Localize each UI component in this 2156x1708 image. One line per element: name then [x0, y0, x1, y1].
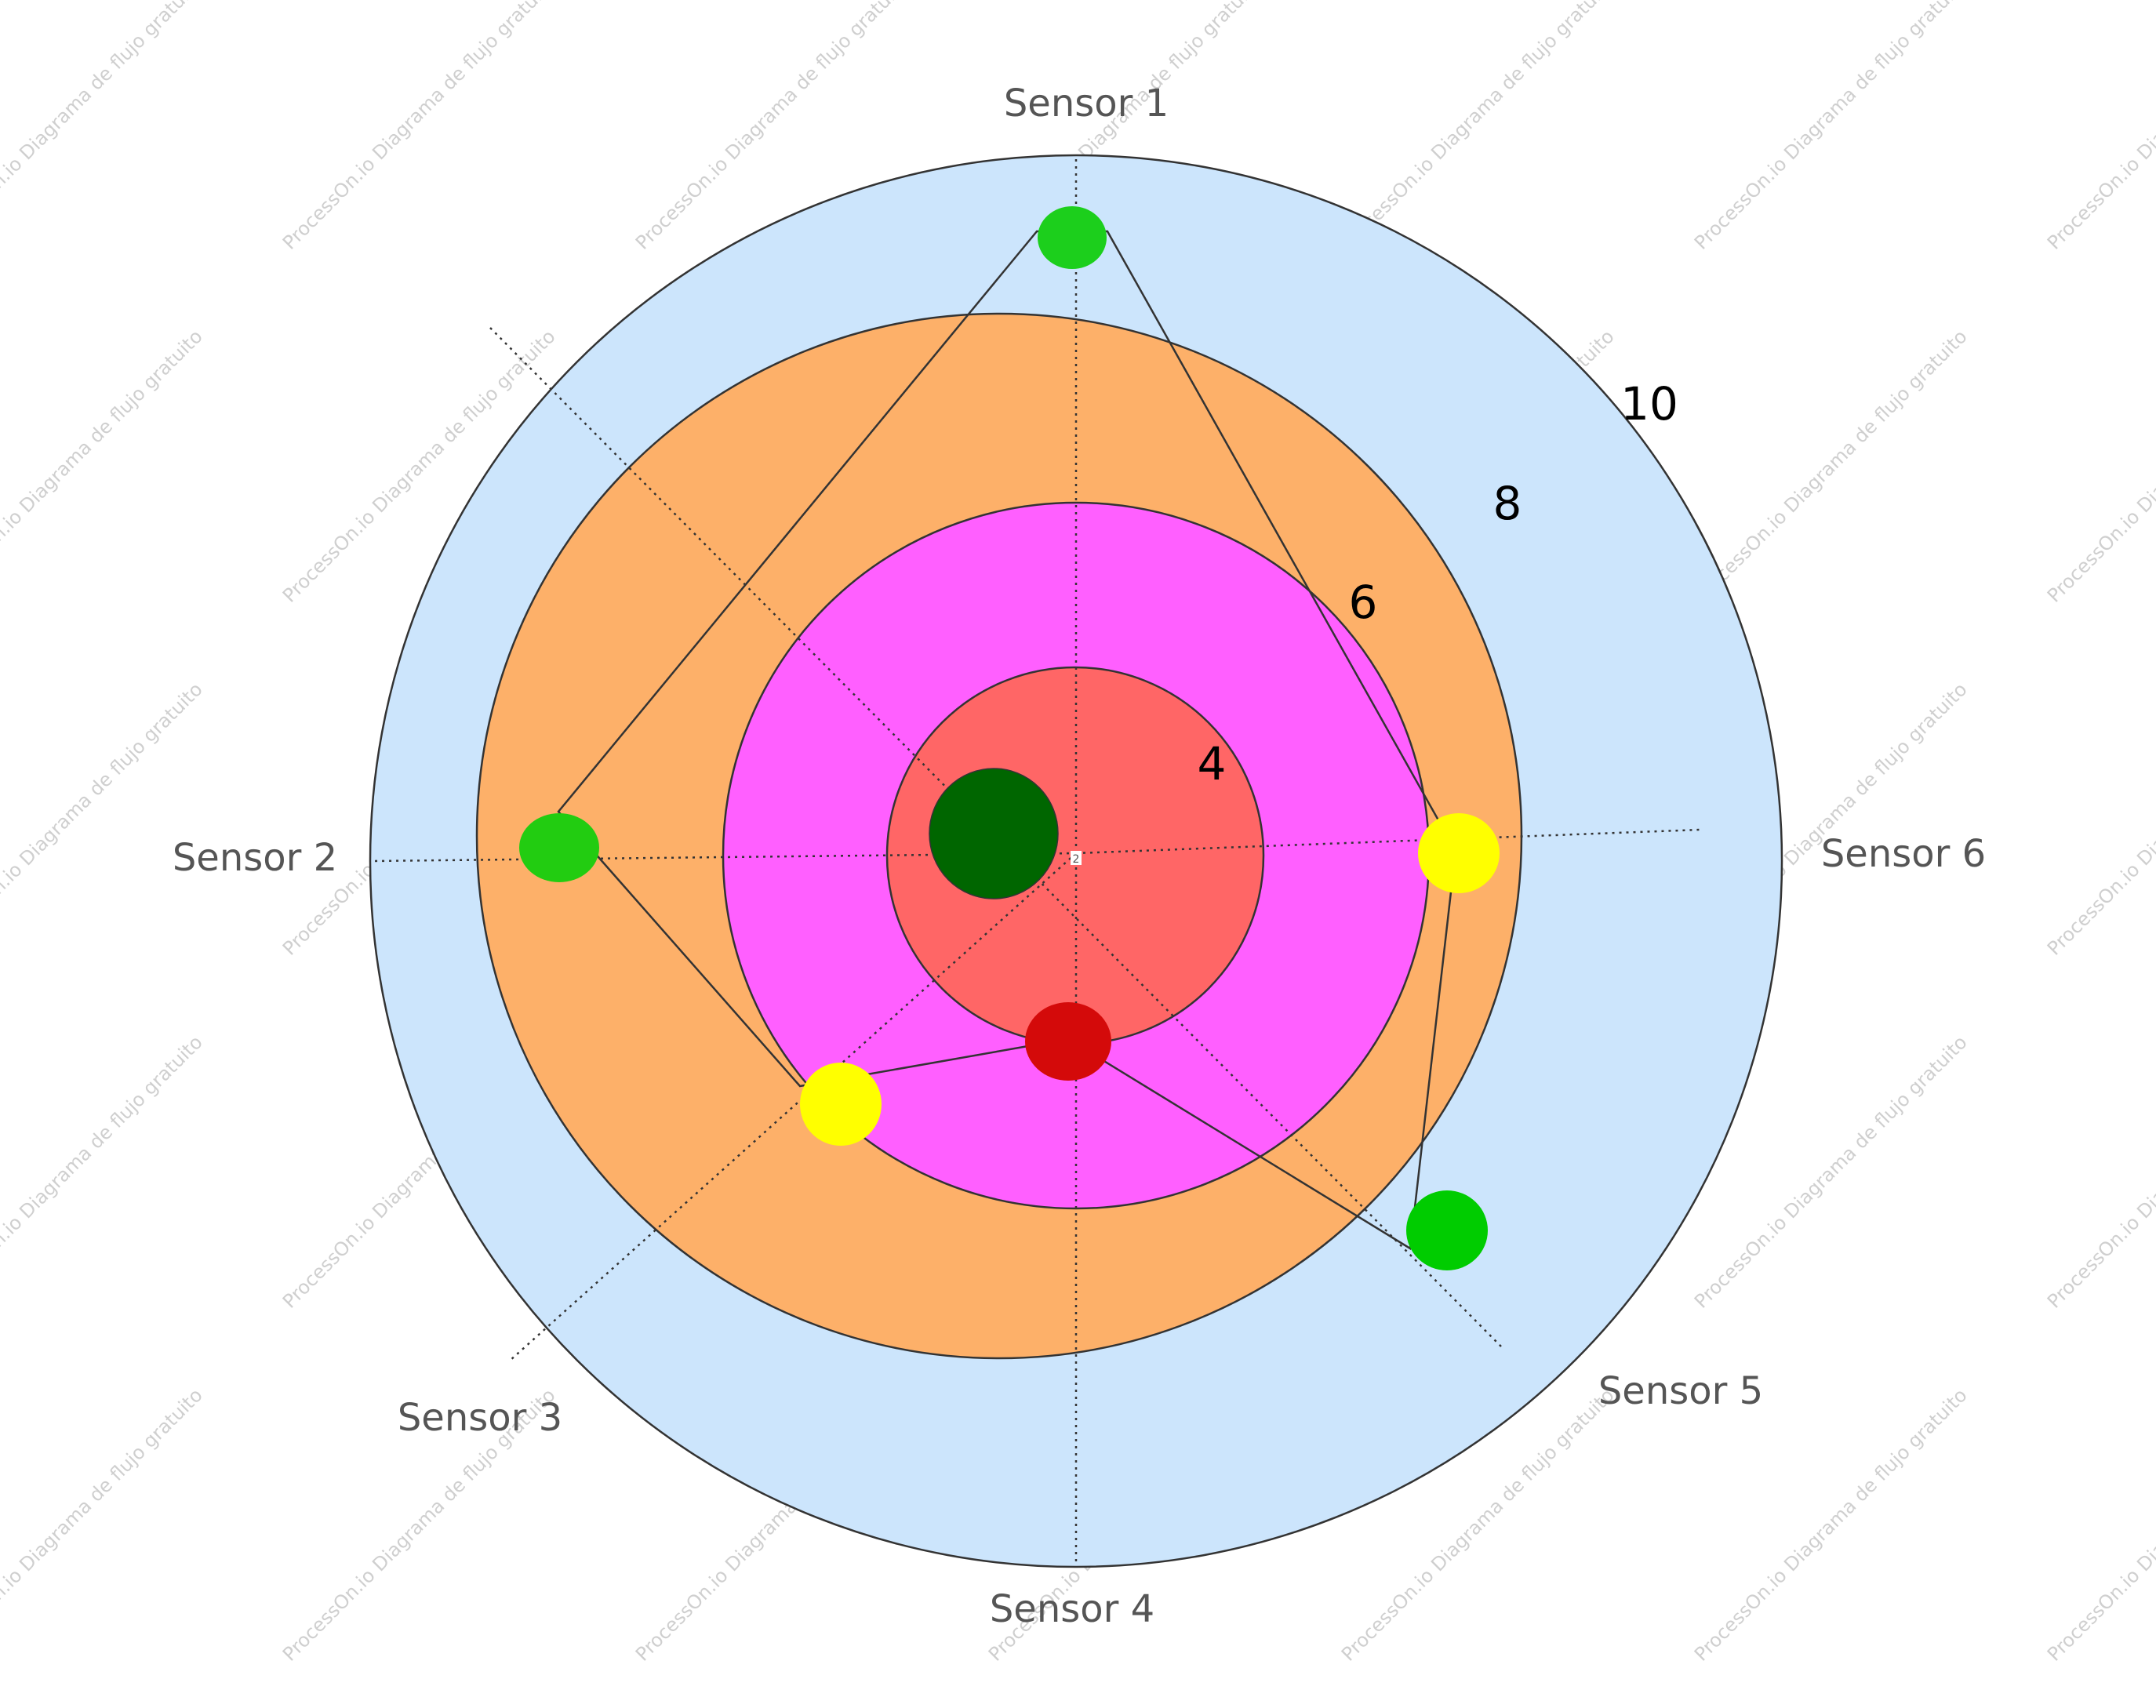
- sensor-label-3: Sensor 3: [398, 1396, 562, 1440]
- watermark-text: ProcessOn.io Diagrama de flujo gratuito: [2043, 1031, 2156, 1313]
- ring-label-6: 6: [1349, 576, 1378, 629]
- watermark-text: ProcessOn.io Diagrama de flujo gratuito: [2043, 678, 2156, 960]
- center-marker: [929, 768, 1059, 899]
- sensor-value-polyline: [557, 230, 1457, 1251]
- center-mark: 2: [1073, 853, 1080, 866]
- watermark-text: ProcessOn.io Diagrama de flujo gratuito: [1337, 0, 1619, 254]
- watermark-text: ProcessOn.io Diagrama de flujo gratuito: [0, 1384, 207, 1666]
- watermark-text: ProcessOn.io Diagrama de flujo gratuito: [1690, 1384, 1972, 1666]
- sensor-label-6: Sensor 6: [1821, 832, 1986, 876]
- watermark-text: ProcessOn.io Diagrama de flujo gratuito: [2043, 0, 2156, 254]
- ring-label-4: 4: [1198, 737, 1227, 790]
- watermark-text: ProcessOn.io Diagrama de flujo gratuito: [1690, 0, 1972, 254]
- axis-sensor-2: [371, 852, 1077, 863]
- sensor-6-marker[interactable]: [1418, 813, 1500, 893]
- watermark-text: ProcessOn.io Diagrama de flujo gratuito: [278, 0, 560, 254]
- watermark-text: ProcessOn.io Diagrama de flujo gratuito: [0, 0, 207, 254]
- sensor-label-2: Sensor 2: [173, 836, 337, 880]
- watermark-text: ProcessOn.io Diagrama de flujo gratuito: [0, 1031, 207, 1313]
- watermark-text: ProcessOn.io Diagrama de flujo gratuito: [0, 678, 207, 960]
- sensor-label-5: Sensor 5: [1598, 1369, 1763, 1413]
- sensor-3-marker[interactable]: [800, 1063, 882, 1146]
- watermark-text: ProcessOn.io Diagrama de flujo gratuito: [0, 325, 207, 607]
- sensor-label-1: Sensor 1: [1004, 82, 1169, 125]
- sensor-4-marker[interactable]: [1025, 1002, 1111, 1081]
- ring-label-10: 10: [1620, 377, 1678, 431]
- axes-layer: [371, 155, 1701, 1564]
- watermark-text: ProcessOn.io Diagrama de flujo gratuito: [2043, 325, 2156, 607]
- watermark-text: ProcessOn.io Diagrama de flujo gratuito: [1690, 325, 1972, 607]
- sensor-5-marker[interactable]: [1406, 1190, 1488, 1270]
- center-mark-box: [1071, 851, 1082, 865]
- sensor-2-marker[interactable]: [519, 813, 599, 882]
- labels-layer: Sensor 1 Sensor 2 Sensor 3 Sensor 4 Sens…: [173, 82, 1986, 1631]
- ring-label-8: 8: [1493, 477, 1522, 530]
- axis-sensor-6: [1075, 828, 1701, 855]
- markers-layer: [519, 206, 1500, 1270]
- watermark-text: ProcessOn.io Diagrama de flujo gratuito: [2043, 1384, 2156, 1666]
- sensor-1-marker[interactable]: [1038, 206, 1107, 269]
- sensor-label-4: Sensor 4: [990, 1587, 1154, 1631]
